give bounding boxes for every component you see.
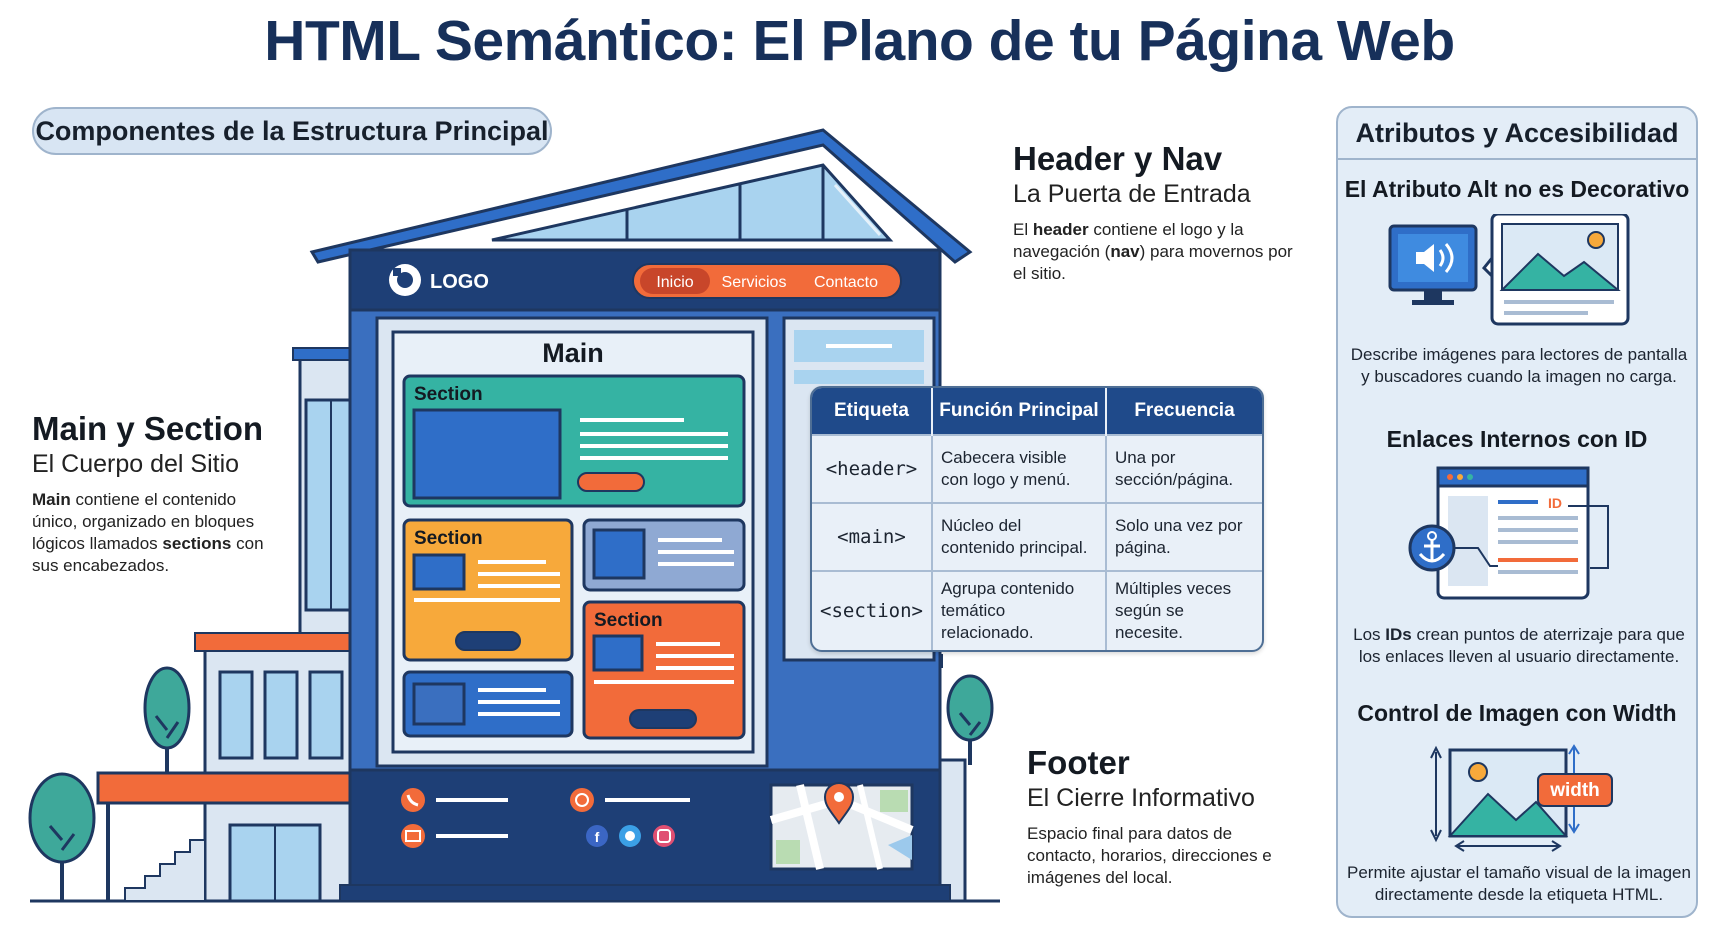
width-title: Control de Imagen con Width bbox=[1357, 700, 1677, 726]
location-pin-icon bbox=[823, 782, 855, 825]
table-cell-function: Cabecera visible con logo y menú. bbox=[931, 434, 1107, 503]
alt-title: El Atributo Alt no es Decorativo bbox=[1344, 176, 1690, 202]
tag-table: Etiqueta Función Principal Frecuencia <h… bbox=[810, 386, 1264, 652]
page-title: HTML Semántico: El Plano de tu Página We… bbox=[264, 9, 1455, 73]
tree-icon bbox=[946, 674, 994, 765]
footer-callout-subtitle: El Cierre Informativo bbox=[1027, 784, 1255, 812]
header-callout-title: Header y Nav bbox=[1013, 140, 1223, 177]
speaker-monitor-icon bbox=[1388, 224, 1478, 305]
svg-text:f: f bbox=[595, 829, 600, 845]
table-cell-function: Agrupa contenido temático relacionado. bbox=[931, 570, 1107, 650]
main-callout: Main y Section El Cuerpo del Sitio Main … bbox=[32, 410, 277, 577]
nav-item-inicio: Inicio bbox=[656, 274, 693, 291]
width-badge bbox=[1537, 773, 1613, 807]
attributes-panel: Atributos y Accesibilidad El Atributo Al… bbox=[1336, 106, 1698, 918]
table-header: Función Principal bbox=[931, 388, 1107, 435]
tree-icon bbox=[143, 666, 191, 780]
map-icon bbox=[769, 782, 914, 871]
footer-bar: f bbox=[339, 768, 951, 902]
panel-heading: Atributos y Accesibilidad bbox=[1338, 108, 1696, 160]
nav-item-contacto: Contacto bbox=[814, 274, 878, 291]
table-row: <main> Núcleo del contenido principal. S… bbox=[812, 502, 1262, 571]
ids-desc: Los IDs crean puntos de aterrizaje para … bbox=[1353, 625, 1685, 666]
table-row: <header> Cabecera visible con logo y men… bbox=[812, 434, 1262, 503]
main-panel: Main Section Section Section bbox=[375, 316, 769, 768]
table-cell-frequency: Múltiples veces según se necesite. bbox=[1105, 570, 1262, 650]
table-cell-frequency: Una por sección/página. bbox=[1105, 434, 1262, 503]
main-callout-title: Main y Section bbox=[32, 410, 264, 447]
footer-callout: Footer El Cierre Informativo Espacio fin… bbox=[1027, 744, 1277, 889]
structure-heading: Componentes de la Estructura Principal bbox=[32, 107, 552, 155]
table-cell-tag: <section> bbox=[812, 570, 933, 650]
header-callout-subtitle: La Puerta de Entrada bbox=[1013, 180, 1251, 208]
main-label: Main bbox=[542, 338, 604, 368]
roof bbox=[309, 128, 973, 264]
ids-illustration: ID bbox=[1408, 466, 1609, 600]
alt-illustration bbox=[1388, 214, 1630, 326]
width-desc: Permite ajustar el tamaño visual de la i… bbox=[1347, 863, 1691, 904]
main-callout-desc: Main contiene el contenido único, organi… bbox=[32, 490, 264, 575]
main-callout-subtitle: El Cuerpo del Sitio bbox=[32, 450, 240, 478]
id-badge: ID bbox=[1548, 495, 1562, 511]
table-cell-frequency: Solo una vez por página. bbox=[1105, 502, 1262, 571]
mail-icon bbox=[401, 824, 425, 848]
alt-desc: Describe imágenes para lectores de panta… bbox=[1350, 345, 1688, 386]
anchor-icon bbox=[1408, 524, 1456, 572]
section-label: Section bbox=[414, 528, 483, 549]
header-callout-desc: El header contiene el logo y la navegaci… bbox=[1013, 220, 1293, 283]
ids-title: Enlaces Internos con ID bbox=[1386, 426, 1648, 452]
svg-text:width: width bbox=[1549, 780, 1600, 801]
header-bar: LOGO Inicio Servicios Contacto bbox=[348, 248, 942, 312]
table-cell-function: Núcleo del contenido principal. bbox=[931, 502, 1107, 571]
table-header: Frecuencia bbox=[1105, 388, 1262, 435]
footer-callout-desc: Espacio final para datos de contacto, ho… bbox=[1027, 824, 1272, 887]
width-illustration: width bbox=[1430, 744, 1613, 852]
footer-callout-title: Footer bbox=[1027, 744, 1130, 781]
nav-active bbox=[640, 268, 710, 294]
instagram-icon bbox=[653, 825, 675, 847]
logo-text: LOGO bbox=[430, 271, 489, 293]
facebook-icon bbox=[586, 825, 608, 847]
table-header: Etiqueta bbox=[812, 388, 933, 435]
clock-icon bbox=[570, 788, 594, 812]
image-icon bbox=[1490, 214, 1630, 326]
table-row: <section> Agrupa contenido temático rela… bbox=[812, 570, 1262, 650]
section-label: Section bbox=[414, 384, 483, 405]
table-cell-tag: <main> bbox=[812, 502, 933, 571]
section-label: Section bbox=[594, 610, 663, 631]
nav-item-servicios: Servicios bbox=[722, 274, 787, 291]
table-cell-tag: <header> bbox=[812, 434, 933, 503]
phone-icon bbox=[401, 788, 425, 812]
header-callout: Header y Nav La Puerta de Entrada El hea… bbox=[1013, 140, 1303, 285]
tree-icon bbox=[28, 772, 96, 900]
